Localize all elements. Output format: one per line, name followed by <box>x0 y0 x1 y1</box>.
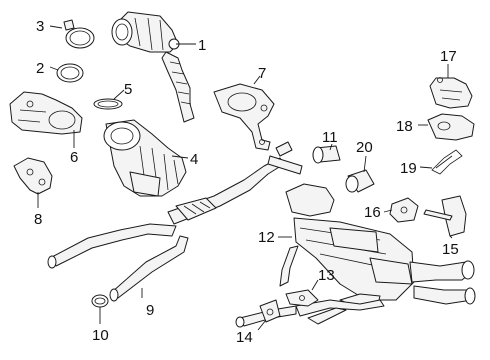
part-2-gasket-ring <box>56 63 84 83</box>
part-7-bracket <box>213 83 275 151</box>
part-11-pipe-clamp <box>312 145 341 164</box>
callout-3: 3 <box>36 18 44 35</box>
part-20-pipe-sleeve <box>345 169 375 193</box>
callout-2: 2 <box>36 60 44 77</box>
part-5-seal-ring <box>93 98 123 110</box>
part-15-mounting-bracket <box>423 195 467 237</box>
part-6-heat-shield <box>9 91 83 135</box>
callout-10: 10 <box>92 327 109 344</box>
callout-18: 18 <box>396 118 413 135</box>
callout-8: 8 <box>34 211 42 228</box>
callout-4: 4 <box>190 151 198 168</box>
callout-13: 13 <box>318 267 335 284</box>
part-19-wire-clip <box>431 149 463 175</box>
callout-7: 7 <box>258 65 266 82</box>
callout-20: 20 <box>356 139 373 156</box>
part-4-catalytic-converter-lower <box>103 119 187 197</box>
callout-19: 19 <box>400 160 417 177</box>
callout-6: 6 <box>70 149 78 166</box>
callout-9: 9 <box>146 302 154 319</box>
intermediate-pipe-resonator <box>167 141 303 225</box>
part-8-hanger-bracket <box>13 157 53 195</box>
callout-5: 5 <box>124 81 132 98</box>
part-13-bracket <box>285 289 319 307</box>
part-1-catalytic-converter-upper <box>111 11 195 123</box>
part-18-valve-actuator <box>427 113 475 141</box>
part-10-clamp <box>91 294 109 308</box>
part-17-actuator <box>429 77 473 109</box>
callout-1: 1 <box>198 37 206 54</box>
part-14-hanger <box>259 299 281 323</box>
callout-16: 16 <box>364 204 381 221</box>
callout-17: 17 <box>440 48 457 65</box>
part-16-rubber-isolator <box>389 197 419 223</box>
callout-11: 11 <box>322 129 338 146</box>
callout-12: 12 <box>258 229 275 246</box>
leader-lines <box>37 25 453 331</box>
callout-labels: 1 2 3 4 5 6 7 8 9 10 11 12 13 14 15 16 1… <box>34 18 459 346</box>
part-9-front-pipe <box>47 223 189 302</box>
part-12-muffler-assembly <box>235 183 476 328</box>
callout-15: 15 <box>442 241 459 258</box>
callout-14: 14 <box>236 329 253 346</box>
part-3-clamp <box>63 19 95 49</box>
